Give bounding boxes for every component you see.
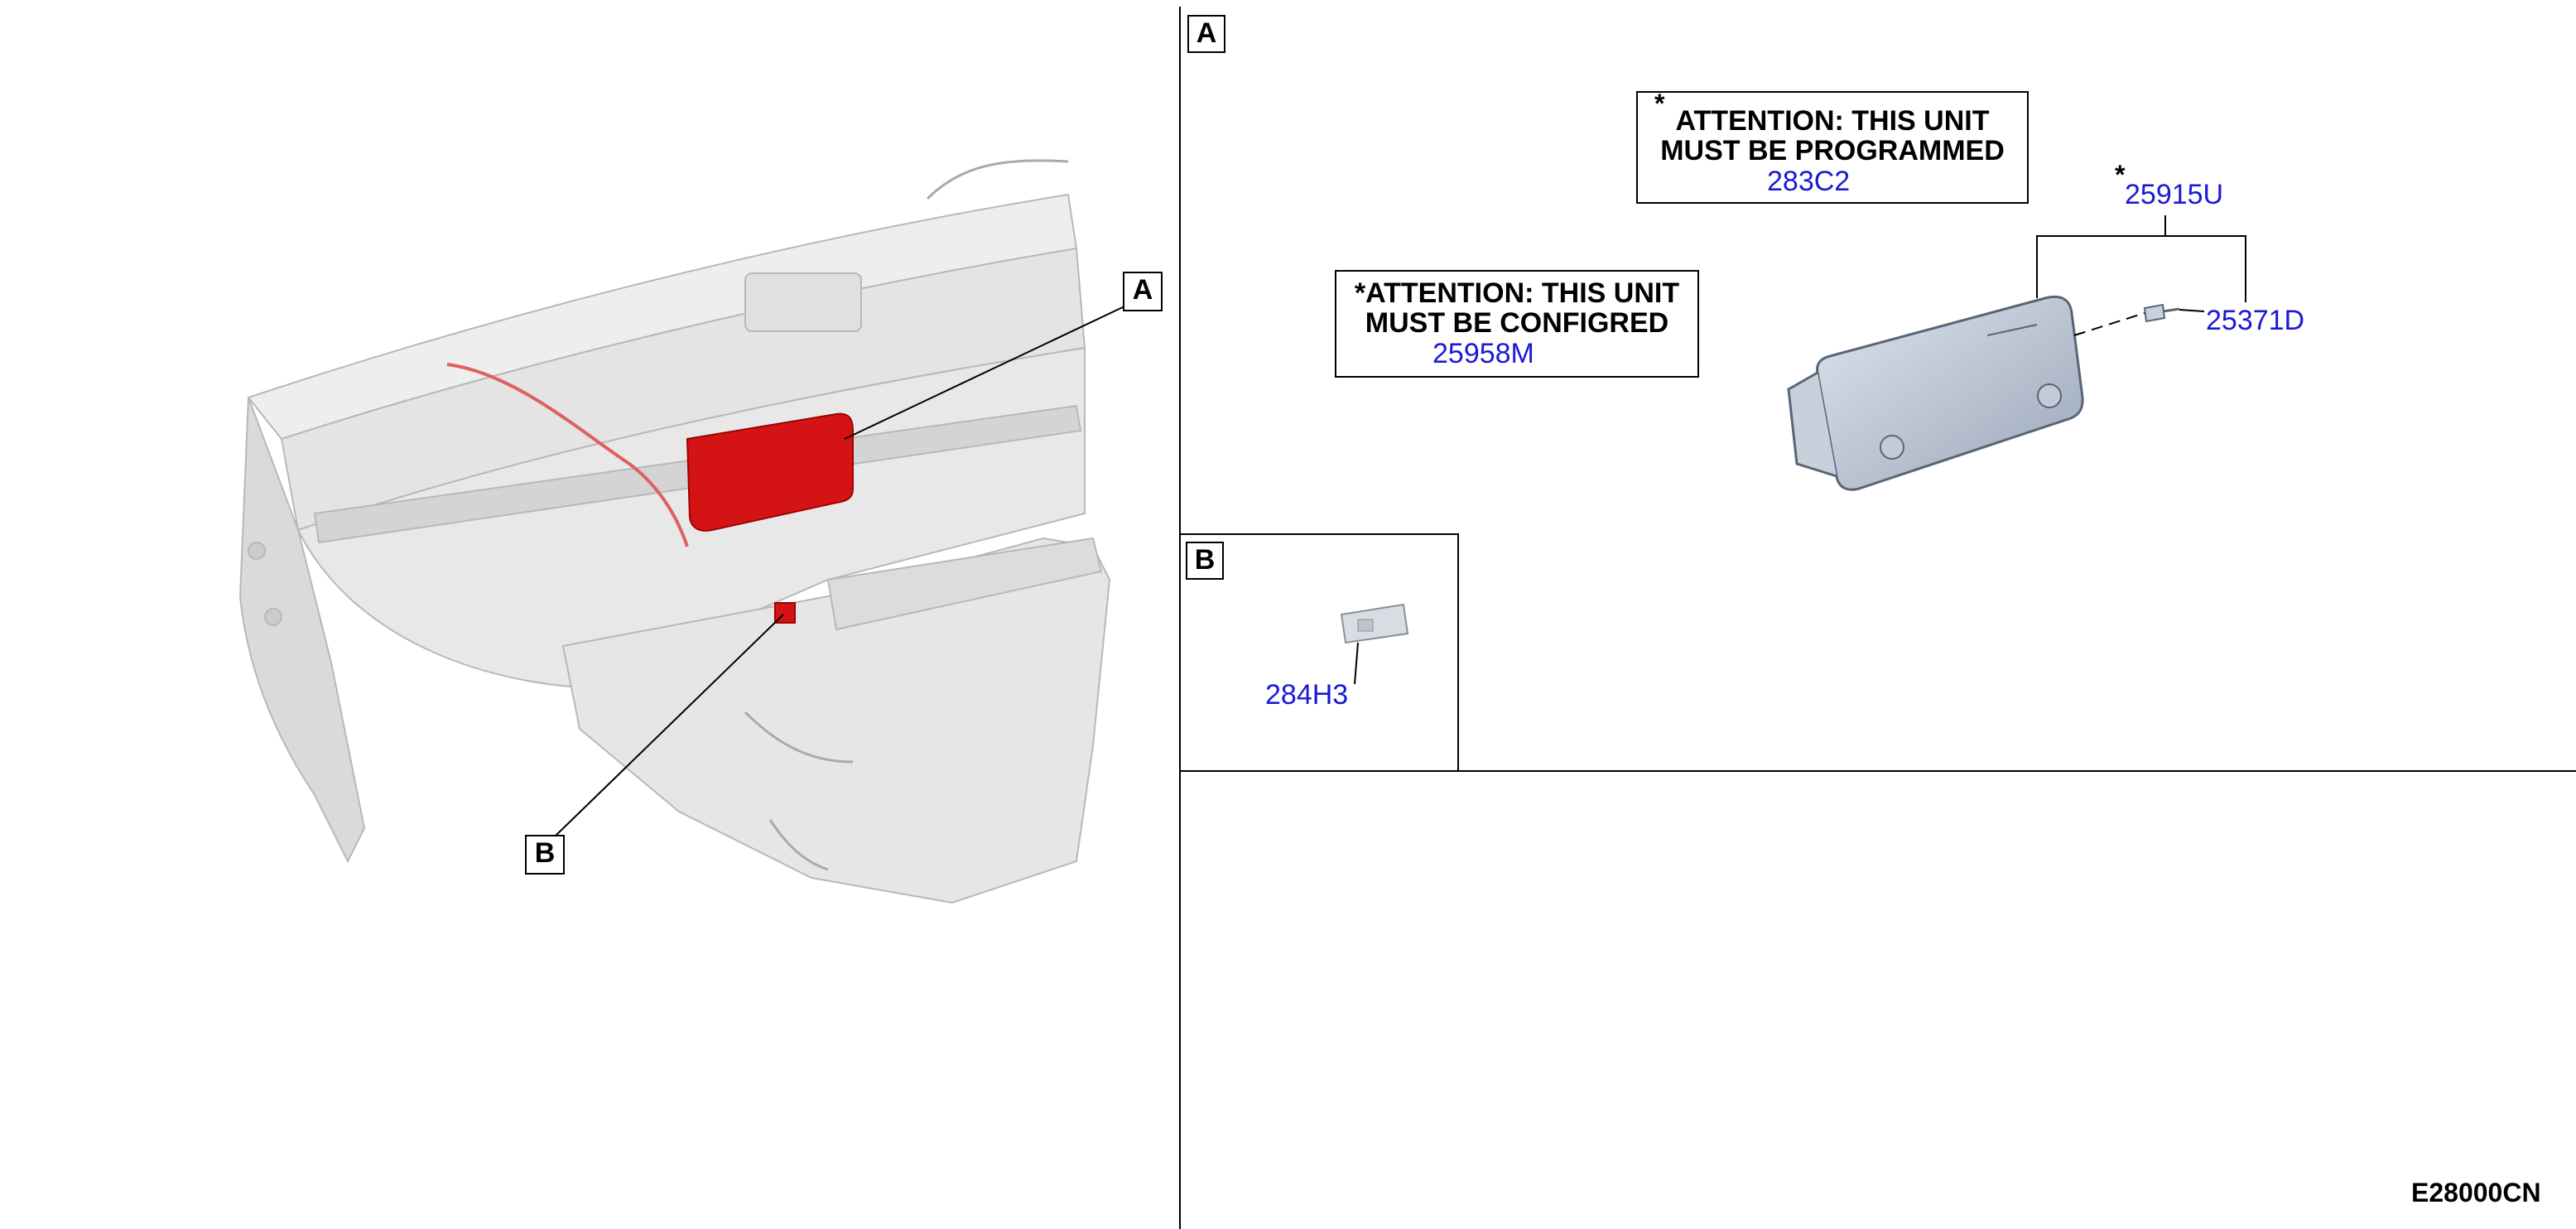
part-number-283C2: 283C2 [1767,166,1851,197]
horizontal-divider [1181,770,2576,772]
connector-leader [1354,642,1359,685]
callout-b-label: B [525,835,565,875]
highlighted-unit-a [686,412,854,532]
control-unit-illustration [1787,295,2180,491]
screw-dashed-line [2073,312,2145,336]
dashboard-illustration [238,159,1111,904]
screw-leader [2179,309,2205,312]
detail-b-top-border [1181,533,1459,535]
part-number-284H3: 284H3 [1265,679,1349,711]
callout-a-label: A [1123,272,1163,311]
unit-part-star: * [2115,160,2126,190]
detail-a-label: A [1187,15,1225,53]
vertical-divider [1179,7,1181,1229]
detail-b-label: B [1186,542,1224,580]
programmed-note-line2: MUST BE PROGRAMMED [1660,135,2005,166]
callout-b-leader [554,614,784,837]
part-number-25958M: 25958M [1432,338,1534,369]
callout-a-leader [844,306,1125,440]
part-number-25371D: 25371D [2206,305,2305,336]
part-number-25915U: 25915U [2125,179,2224,210]
part-bracket [2036,235,2246,302]
programmed-note-star: * [1654,89,1665,118]
drawing-code: E28000CN [2411,1178,2541,1207]
programmed-note-line1: ATTENTION: THIS UNIT [1675,105,1990,137]
connector-illustration [1340,603,1409,644]
programmed-note-box: * ATTENTION: THIS UNIT MUST BE PROGRAMME… [1636,89,2029,204]
configured-note-line2: MUST BE CONFIGRED [1365,307,1669,339]
configured-note-line1: *ATTENTION: THIS UNIT [1354,277,1680,309]
configured-note-box: *ATTENTION: THIS UNIT MUST BE CONFIGRED … [1335,270,1699,378]
detail-b-right-border [1457,533,1459,772]
